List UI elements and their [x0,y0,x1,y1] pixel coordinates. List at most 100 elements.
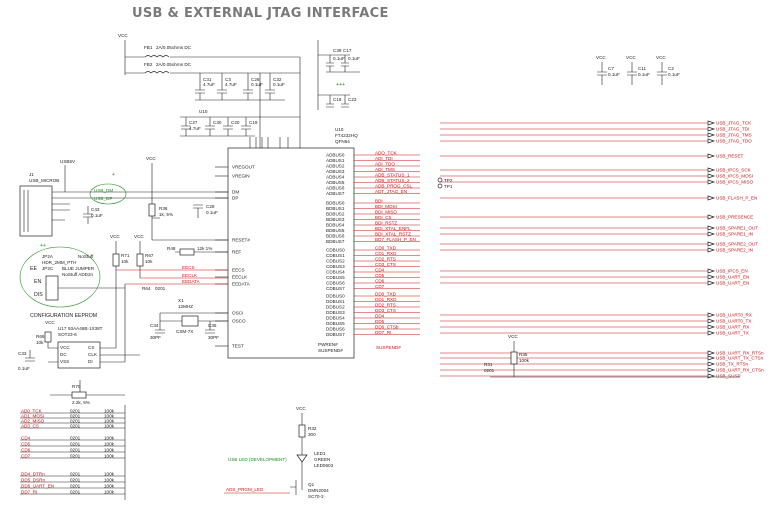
u10-left-pin-test: TEST [232,344,244,349]
output-net-usb_spare2_in: USB_SPARE2_IN [716,248,753,253]
vcc-label-10: VCC [656,55,666,60]
output-net-usb_jtag_tdi: USB_JTAG_TDI [716,127,749,132]
bus-net-bd7_flash_p_en: BD7_FLASH_P_EN [375,237,416,242]
output-net-usb_jtag_tms: USB_JTAG_TMS [716,133,752,138]
c27-ref: C27 [189,120,198,125]
u10-right-pin-adbus4: ADBUS4 [326,175,345,180]
svg-text:+++: +++ [336,82,345,88]
vcc-label-4: VCC [134,234,144,239]
output-net-usb_uart_rx_rtsn: USB_UART_RX_RTSn [716,351,764,356]
r70-val: 2.2k, 5% [72,400,90,405]
jp2c-ref: JP2C [42,266,54,271]
bus-net-dd7_ri: DD7_RI [375,330,391,335]
usb-dp-label: USB_DP [94,196,112,201]
output-arrow-icon [707,173,716,179]
u17-pin-dc: DC [60,352,67,357]
c30-ref: C30 [213,120,222,125]
c39-ref: C39 [333,48,342,53]
j1-body [19,185,53,237]
bank-net-ad3_cs: AD3_CS [21,424,39,429]
r36-ref: R36 [159,206,168,211]
c34-ref: C34 [150,323,159,328]
bank-pkg: 0201 [70,424,81,429]
x1-part: CSM-7X [176,329,193,334]
u17-body [57,341,101,369]
fb2-label: FB2 [144,62,153,67]
bank-net-cd6: CD6 [21,448,31,453]
eeprom-title: CONFIGURATION EEPROM [30,313,97,319]
bank-net-ad0_tck: AD0_TCK [21,409,43,414]
bus-net-dd4: DD4 [375,314,385,319]
bus-net-cd6: CD6 [375,279,385,284]
output-net-usb_ipcs_mosi: USB_IPCS_MOSI [716,174,753,179]
bus-net-adi_tdo: ADI_TDO [375,162,395,167]
bank-net-dd4_dtrn: DD4_DTRn [21,472,45,477]
bus-net-dd1_rxd: DD1_RXD [375,297,397,302]
output-net-usb_reset: USB_RESET [716,154,744,159]
u10-right-pin-adbus1: ADBUS1 [326,158,345,163]
usb-dm-dp-highlight [89,183,127,205]
u10-suspend: SUSPEND# [318,348,343,353]
output-arrow-icon [707,350,716,356]
bus-net-bdi_rstz: BDI_RSTZ [375,221,397,226]
u10-left-pin-ref: REF [232,250,241,255]
bus-net-cd0_txd: CD0_TXD [375,246,397,251]
c32-val: 0.1uF [273,82,285,87]
bus-net-cd3_cts: CD3_CTS [375,262,396,267]
u10-package: QFN64 [335,139,350,144]
r70-ref: R70 [72,384,81,389]
j1-part: USB_MICROB [29,178,59,183]
r32-ref: R32 [308,426,317,431]
output-arrow-icon [707,324,716,330]
suspend-net: SUSPEND# [376,345,401,350]
output-net-usb_spare1_out: USB_SPARE1_OUT [716,226,758,231]
u10-right-pin-cdbus7: CDBUS7 [326,286,345,291]
u10-right-pin-cdbus0: CDBUS0 [326,248,345,253]
led1-part: LED0603 [314,463,334,468]
tp2-label: TP2 [444,178,453,183]
output-arrow-icon [707,231,716,237]
bus-net-dd2_rts: DD2_RTS [375,303,396,308]
c26-val: 0.1uF [251,82,263,87]
bus-net-labels: ADO_TCKADI_TDIADI_TDOADI_TMSADB_STATUS_1… [375,151,416,336]
output-net-usb_ipcs_miso: USB_IPCS_MISO [716,180,753,185]
bus-net-adt_jtag_en: ADT_JTAG_EN [375,189,407,194]
jumper-highlight [19,246,101,308]
c43-val: 0.1uF [91,213,103,218]
r32-val: 300 [308,432,316,437]
bank-val: 100k [104,442,115,447]
u17-ref: U17 [58,326,67,331]
bus-net-bdi: BDI [375,199,383,204]
jp2a-ref: JP2A [42,254,54,259]
bank-net-cd5: CD5 [21,442,31,447]
usb-dm-label: USB_DM [94,188,113,193]
c11-ref: C11 [638,66,647,71]
u17-pin-clk: CLK [88,352,98,357]
r48-val: 12k 1% [197,246,212,251]
u17-pin-vss: VSS [60,359,69,364]
j1-ref: J1 [29,172,34,177]
r48-ref: R48 [167,246,176,251]
bank-pkg: 0201 [70,436,81,441]
bank-net-cd7: CD7 [21,454,31,459]
u10-left-pin-vregin: VREGIN [232,174,250,179]
c23-ref: C23 [348,97,357,102]
c28-val: 0.1uF [206,210,218,215]
bus-net-cd4: CD4 [375,268,385,273]
u10-right-pin-ddbus0: DDBUS0 [326,294,345,299]
output-net-usb_susp: USB_SUSP [716,374,741,379]
u10-left-pin-dm: DM [232,190,239,195]
vcc-label-9: VCC [626,55,636,60]
output-net-usb_flash_p_en: USB_FLASH_P_EN [716,196,757,201]
q1-pkg: SC70-3 [308,494,324,499]
c17-val: 0.1uF [348,56,360,61]
eeclk-net: EECLK [182,273,198,278]
c32-ref: C32 [273,77,282,82]
jp-dis: DIS [34,292,43,298]
output-arrow-icon [707,312,716,318]
bank-val: 100k [104,409,115,414]
r31-val: 0201 [484,368,495,373]
jp-en: EN [34,279,41,285]
c26-ref: C26 [251,77,260,82]
